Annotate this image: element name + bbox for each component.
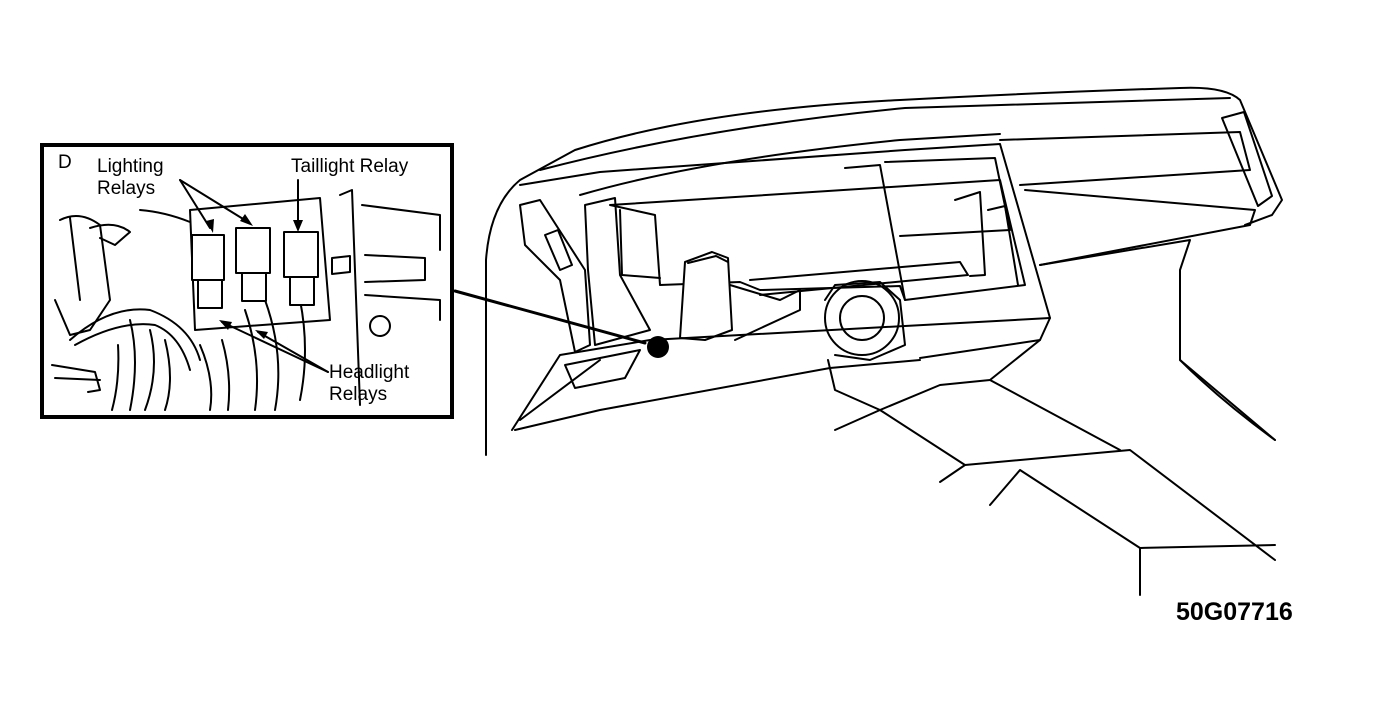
lower-left-panel [564,349,641,389]
headlight-arrow-2 [257,331,329,373]
inset-left-bracket-2 [69,217,81,301]
inset-right-bracket-2 [361,204,441,251]
leader-arrow [453,289,647,345]
inset-callout-arrows [179,179,329,373]
console-tunnel-back [1139,544,1276,549]
inset-bottom-bar [51,364,101,393]
inset-right-bracket-3 [364,254,426,283]
headlight-arrow-1 [221,321,329,373]
inset-right-bracket [339,189,361,406]
lighting-relays-label-line1: Lighting [97,156,164,177]
wire-harness-11 [299,299,306,401]
inset-illustration [51,189,441,411]
console-stack [827,339,1041,411]
console-face-left [834,409,881,431]
dashboard-illustration [485,86,1283,596]
inset-cable [139,209,191,223]
cluster-shelf-2 [987,205,1019,286]
lower-dash-underside [514,359,921,431]
cluster-shelf [954,191,986,277]
right-side-vent [1221,111,1273,207]
inset-right-bracket-4 [364,294,441,321]
dash-right-panel-edge [1024,189,1256,266]
wire-harness-6 [111,344,120,411]
headlight-switch-lever [679,251,733,341]
headlight-relays-label-line2: Relays [329,384,388,405]
figure-code: 50G07716 [1176,598,1293,626]
taillight-relay-label: Taillight Relay [291,156,409,177]
dash-right-panel [999,131,1251,186]
wire-harness-5 [164,339,171,411]
lighting-relay-2-plug [241,272,267,302]
wire-harness-2 [74,323,191,371]
headlight-relays-label-line1: Headlight [329,362,410,383]
knob-housing [824,281,906,361]
wire-harness-3 [129,319,136,411]
dash-top-sweep-2 [579,133,1001,196]
dash-right-lower-curve [1179,359,1276,441]
cluster-left-bezel [584,197,651,346]
lighting-relay-1 [191,234,225,281]
ignition-knob-inner [839,295,885,341]
lever-top [687,255,729,264]
lower-trim-line [519,359,601,421]
inset-connector [331,255,351,275]
wire-harness-9 [244,309,259,411]
console-tunnel-lower [939,464,966,483]
wire-harness-7 [199,344,213,411]
lighting-relays-label-line2: Relays [97,178,156,199]
inset-bottom-bar-2 [54,377,101,381]
dash-top-sweep [539,97,1231,171]
console-tunnel-top [879,409,1276,561]
lighting-relay-1-plug [197,279,223,309]
inset-left-bracket-3 [89,223,131,246]
taillight-relay-plug [289,276,315,306]
cluster-inner-box [844,164,906,301]
taillight-relay [283,231,319,278]
cluster-recess [619,209,661,279]
wire-harness-8 [221,339,231,411]
dash-top-contour [485,86,1283,456]
wire-harness-4 [144,329,155,411]
ignition-knob-outer [824,280,900,356]
console-tunnel-side [989,469,1141,596]
cluster-inner-box-2 [884,157,1011,237]
relay-mounting-plate [189,197,331,331]
inset-bolt [369,315,391,337]
lighting-arrow-2 [179,179,249,223]
left-vent-slot [544,229,573,271]
inset-letter: D [58,152,72,173]
lighting-relay-2 [235,227,271,274]
lower-dash-lip [511,317,1051,431]
console-tunnel-right [989,379,1121,451]
dash-right-lower-edge [1039,239,1276,441]
relay-location-dot [647,336,669,358]
wire-harness-10 [264,299,280,411]
cluster-hood [519,143,1051,359]
lighting-arrow-1 [179,179,211,229]
left-dash-face [519,199,591,353]
column-upper-line [749,261,969,296]
wire-harness-1 [69,308,201,361]
